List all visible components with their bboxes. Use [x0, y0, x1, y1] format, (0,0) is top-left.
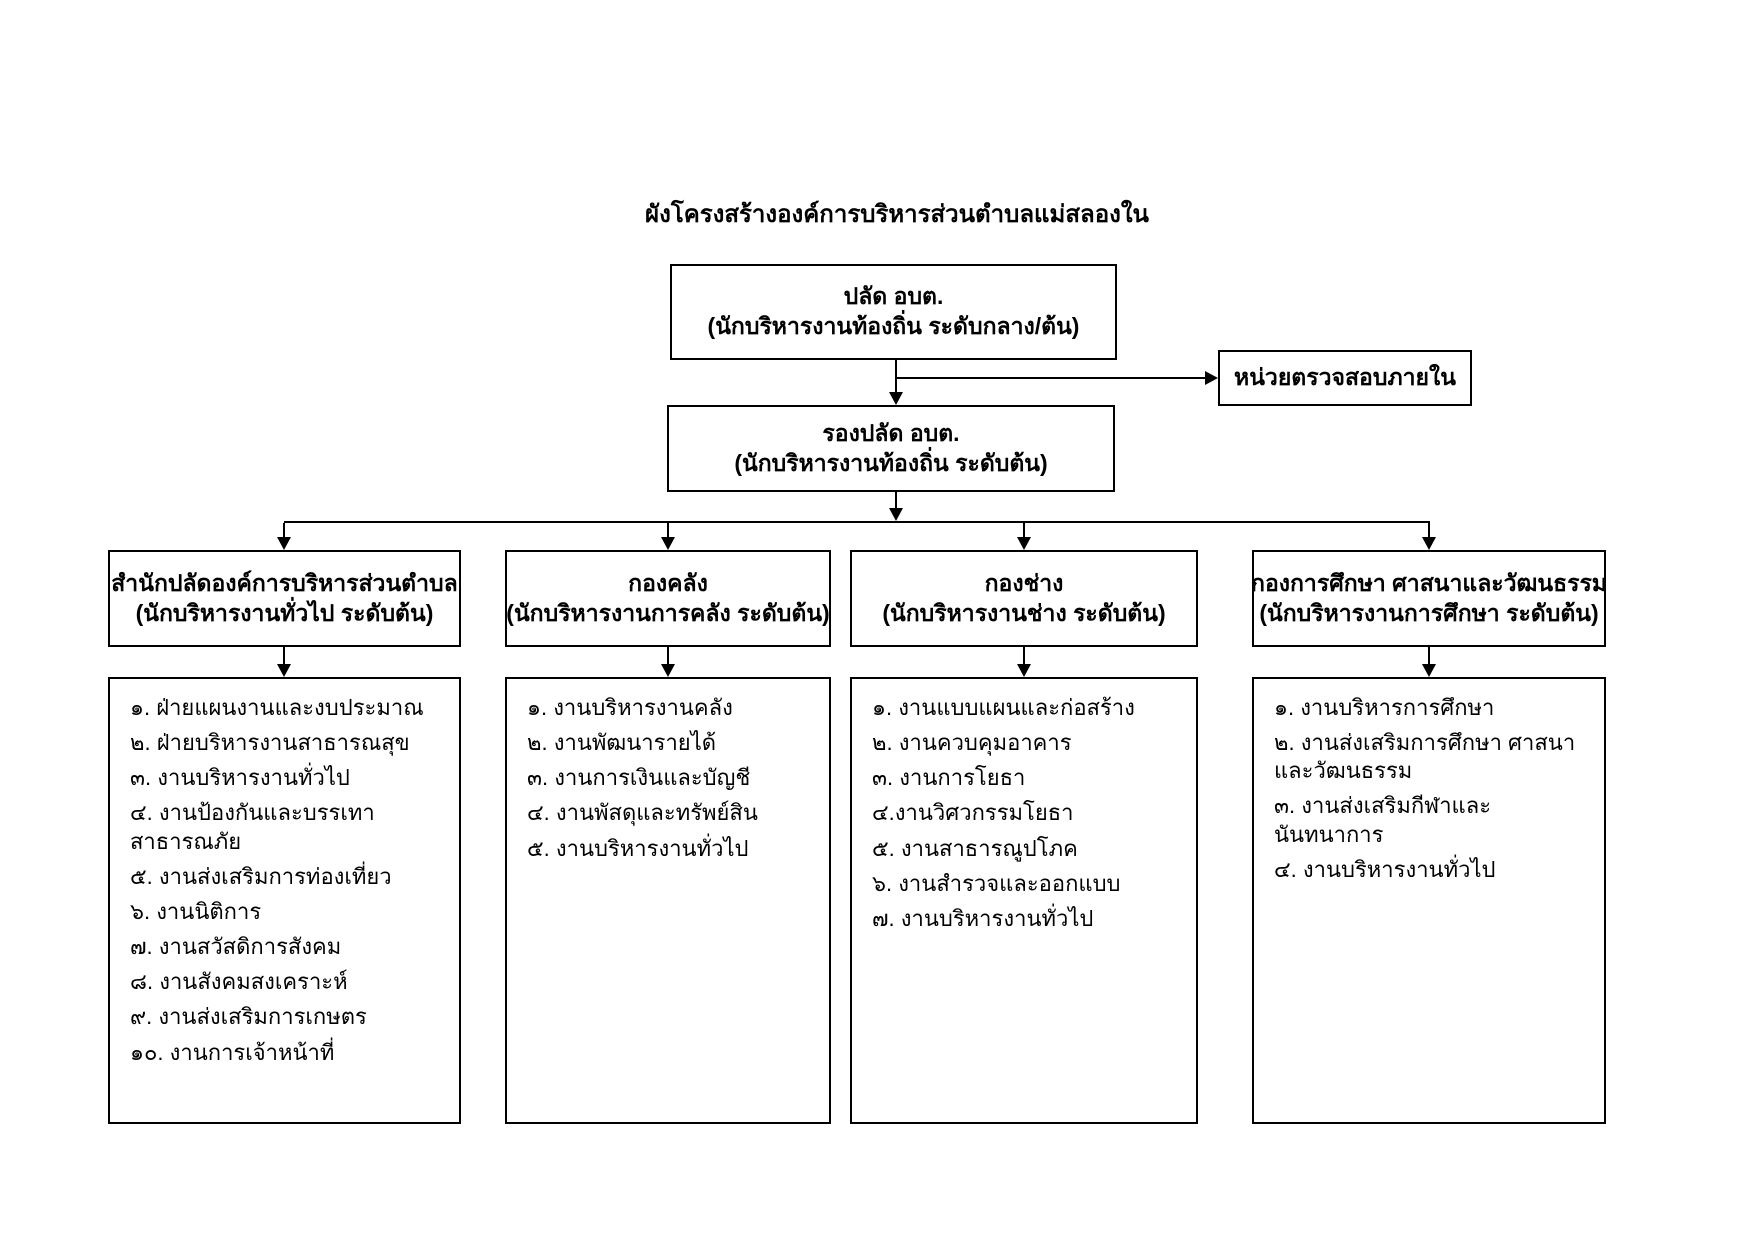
connector-head-list-line	[1428, 647, 1430, 664]
internal-audit-node: หน่วยตรวจสอบภายใน	[1218, 350, 1472, 406]
connector-audit-line	[896, 377, 1205, 379]
org-unit-item: ๔. งานพัสดุและทรัพย์สิน	[527, 800, 758, 826]
connector-distributor-line	[284, 521, 1430, 523]
org-unit-item: ๔. งานป้องกันและบรรเทาสาธารณภัย	[130, 800, 375, 854]
connector-head-list-line	[667, 647, 669, 664]
org-unit-item: ๖. งานสำรวจและออกแบบ	[872, 870, 1121, 896]
org-unit-item: ๗. งานสวัสดิการสังคม	[130, 934, 342, 960]
connector-drop-line	[1023, 523, 1025, 538]
org-unit-item: ๕. งานสาธารณูปโภค	[872, 835, 1078, 861]
org-unit-item: ๓. งานการเงินและบัญชี	[527, 765, 751, 791]
arrow-down-icon	[277, 537, 291, 550]
arrow-down-icon	[1017, 537, 1031, 550]
connector-head-list-line	[283, 647, 285, 664]
org-unit-item: ๖. งานนิติการ	[130, 898, 262, 924]
org-unit-item: ๙. งานส่งเสริมการเกษตร	[130, 1004, 367, 1030]
connector-head-list-line	[1023, 647, 1025, 664]
org-unit-item: ๗. งานบริหารงานทั่วไป	[872, 905, 1094, 931]
deputy-title: รองปลัด อบต.	[822, 419, 960, 446]
org-unit-item: ๑๐. งานการเจ้าหน้าที่	[130, 1039, 335, 1065]
org-unit-item: ๕. งานส่งเสริมการท่องเที่ยว	[130, 863, 392, 889]
arrow-down-icon	[889, 508, 903, 521]
dept-qualifier: (นักบริหารงานการคลัง ระดับต้น)	[506, 599, 830, 626]
org-unit-item: ๘. งานสังคมสงเคราะห์	[130, 969, 348, 995]
dept-unit-list: ๑. งานบริหารงานคลัง๒. งานพัฒนารายได้๓. ง…	[505, 677, 831, 1124]
org-unit-item: ๒. งานส่งเสริมการศึกษา ศาสนาและวัฒนธรรม	[1274, 730, 1576, 784]
dept-name: กองคลัง	[628, 569, 708, 596]
internal-audit-label: หน่วยตรวจสอบภายใน	[1234, 364, 1456, 391]
arrow-right-icon	[1205, 371, 1218, 385]
org-unit-item: ๓. งานส่งเสริมกีฬาและนันทนาการ	[1274, 793, 1492, 847]
dept-name: สำนักปลัดองค์การบริหารส่วนตำบล	[111, 569, 458, 596]
deputy-node: รองปลัด อบต. (นักบริหารงานท้องถิ่น ระดับ…	[667, 405, 1115, 492]
org-unit-item: ๑. ฝ่ายแผนงานและงบประมาณ	[130, 695, 424, 720]
connector-drop-line	[667, 523, 669, 538]
chart-title: ผังโครงสร้างองค์การบริหารส่วนตำบลแม่สลอง…	[645, 201, 1149, 228]
arrow-down-icon	[889, 392, 903, 405]
org-unit-item: ๒. งานพัฒนารายได้	[527, 730, 717, 756]
dept-name: กองช่าง	[984, 569, 1064, 596]
org-unit-item: ๓. งานการโยธา	[872, 765, 1026, 791]
arrow-down-icon	[1422, 537, 1436, 550]
arrow-down-icon	[277, 664, 291, 677]
chief-title: ปลัด อบต.	[843, 283, 944, 310]
dept-unit-list: ๑. งานแบบแผนและก่อสร้าง๒. งานควบคุมอาคาร…	[850, 677, 1198, 1124]
dept-qualifier: (นักบริหารงานทั่วไป ระดับต้น)	[135, 599, 434, 626]
org-unit-item: ๔.งานวิศวกรรมโยธา	[872, 800, 1074, 826]
org-unit-item: ๑. งานแบบแผนและก่อสร้าง	[872, 695, 1135, 720]
org-unit-item: ๒. งานควบคุมอาคาร	[872, 730, 1072, 756]
org-unit-item: ๑. งานบริหารการศึกษา	[1274, 695, 1495, 720]
dept-qualifier: (นักบริหารงานการศึกษา ระดับต้น)	[1259, 599, 1599, 626]
chief-node: ปลัด อบต. (นักบริหารงานท้องถิ่น ระดับกลา…	[670, 264, 1117, 360]
chief-subtitle: (นักบริหารงานท้องถิ่น ระดับกลาง/ต้น)	[707, 313, 1080, 339]
arrow-down-icon	[1017, 664, 1031, 677]
org-unit-item: ๑. งานบริหารงานคลัง	[527, 695, 733, 720]
org-unit-item: ๔. งานบริหารงานทั่วไป	[1274, 856, 1496, 882]
dept-header-finance-division: กองคลัง (นักบริหารงานการคลัง ระดับต้น)	[505, 550, 831, 647]
dept-header-education-division: กองการศึกษา ศาสนาและวัฒนธรรม (นักบริหารง…	[1251, 550, 1607, 647]
deputy-subtitle: (นักบริหารงานท้องถิ่น ระดับต้น)	[734, 449, 1048, 476]
dept-header-office-of-clerk: สำนักปลัดองค์การบริหารส่วนตำบล (นักบริหา…	[108, 550, 461, 647]
dept-unit-list: ๑. ฝ่ายแผนงานและงบประมาณ๒. ฝ่ายบริหารงาน…	[108, 677, 461, 1124]
connector-chief-deputy-line	[895, 360, 897, 393]
org-unit-item: ๒. ฝ่ายบริหารงานสาธารณสุข	[130, 730, 410, 756]
arrow-down-icon	[661, 537, 675, 550]
dept-unit-list: ๑. งานบริหารการศึกษา๒. งานส่งเสริมการศึก…	[1252, 677, 1606, 1124]
dept-qualifier: (นักบริหารงานช่าง ระดับต้น)	[882, 599, 1166, 626]
arrow-down-icon	[661, 664, 675, 677]
dept-name: กองการศึกษา ศาสนาและวัฒนธรรม	[1251, 569, 1607, 596]
connector-deputy-down-line	[895, 492, 897, 509]
org-unit-item: ๕. งานบริหารงานทั่วไป	[527, 835, 749, 861]
org-unit-item: ๓. งานบริหารงานทั่วไป	[130, 765, 350, 791]
dept-header-public-works-division: กองช่าง (นักบริหารงานช่าง ระดับต้น)	[850, 550, 1198, 647]
connector-drop-line	[283, 523, 285, 538]
connector-drop-line	[1428, 523, 1430, 538]
arrow-down-icon	[1422, 664, 1436, 677]
